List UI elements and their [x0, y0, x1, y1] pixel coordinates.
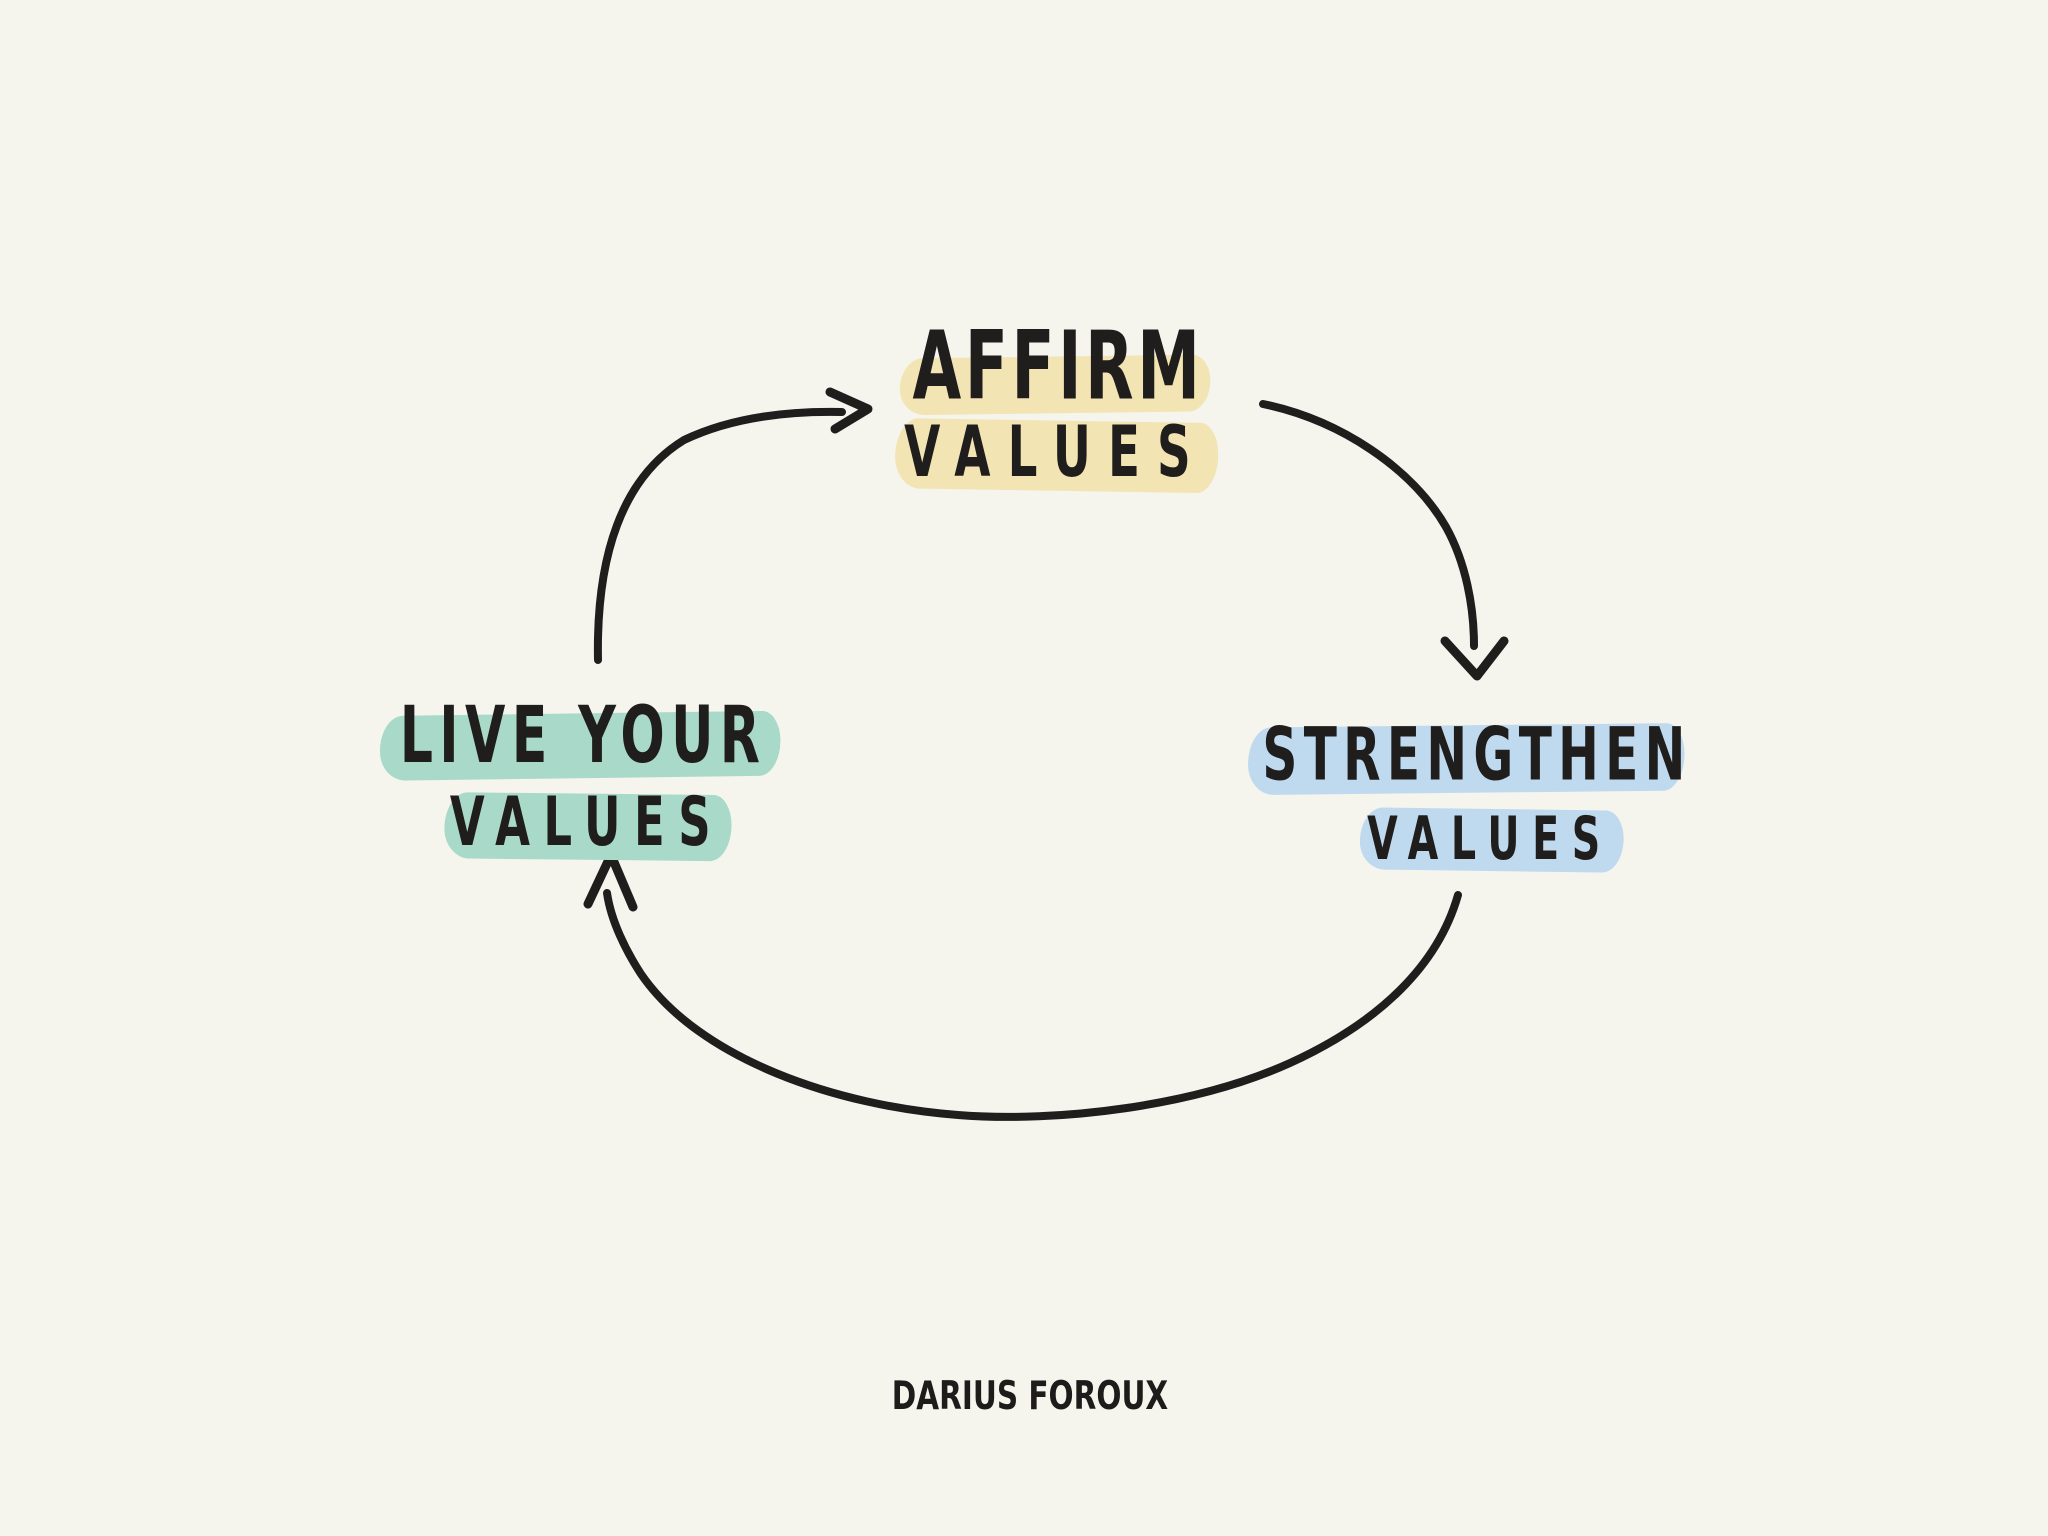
arrow-shaft — [593, 407, 846, 664]
node-label: VALUES — [1367, 804, 1613, 874]
arrow-live-to-affirm — [593, 387, 873, 664]
node-affirm-values-line2: VALUES — [894, 418, 1219, 494]
node-label: VALUES — [449, 782, 725, 862]
node-strengthen-values-line1: STRENGTHEN — [1247, 718, 1691, 796]
node-live-your-values-line2: VALUES — [444, 788, 732, 862]
node-label: AFFIRM — [912, 310, 1204, 422]
node-label: STRENGTHEN — [1262, 711, 1692, 797]
node-affirm-values-line1: AFFIRM — [899, 319, 1211, 416]
node-strengthen-values-line2: VALUES — [1359, 807, 1624, 873]
signature: DARIUS FOROUX — [891, 1373, 1169, 1419]
arrow-shaft — [1259, 400, 1478, 650]
arrowhead-down-icon — [1440, 636, 1509, 681]
arrow-shaft — [603, 889, 1462, 1121]
node-label: VALUES — [904, 412, 1208, 494]
node-label: LIVE YOUR — [399, 689, 767, 781]
arrow-strengthen-to-live — [583, 850, 1462, 1121]
arrowhead-right-icon — [825, 387, 873, 434]
arrow-affirm-to-strengthen — [1259, 400, 1509, 681]
node-live-your-values-line1: LIVE YOUR — [379, 696, 781, 780]
